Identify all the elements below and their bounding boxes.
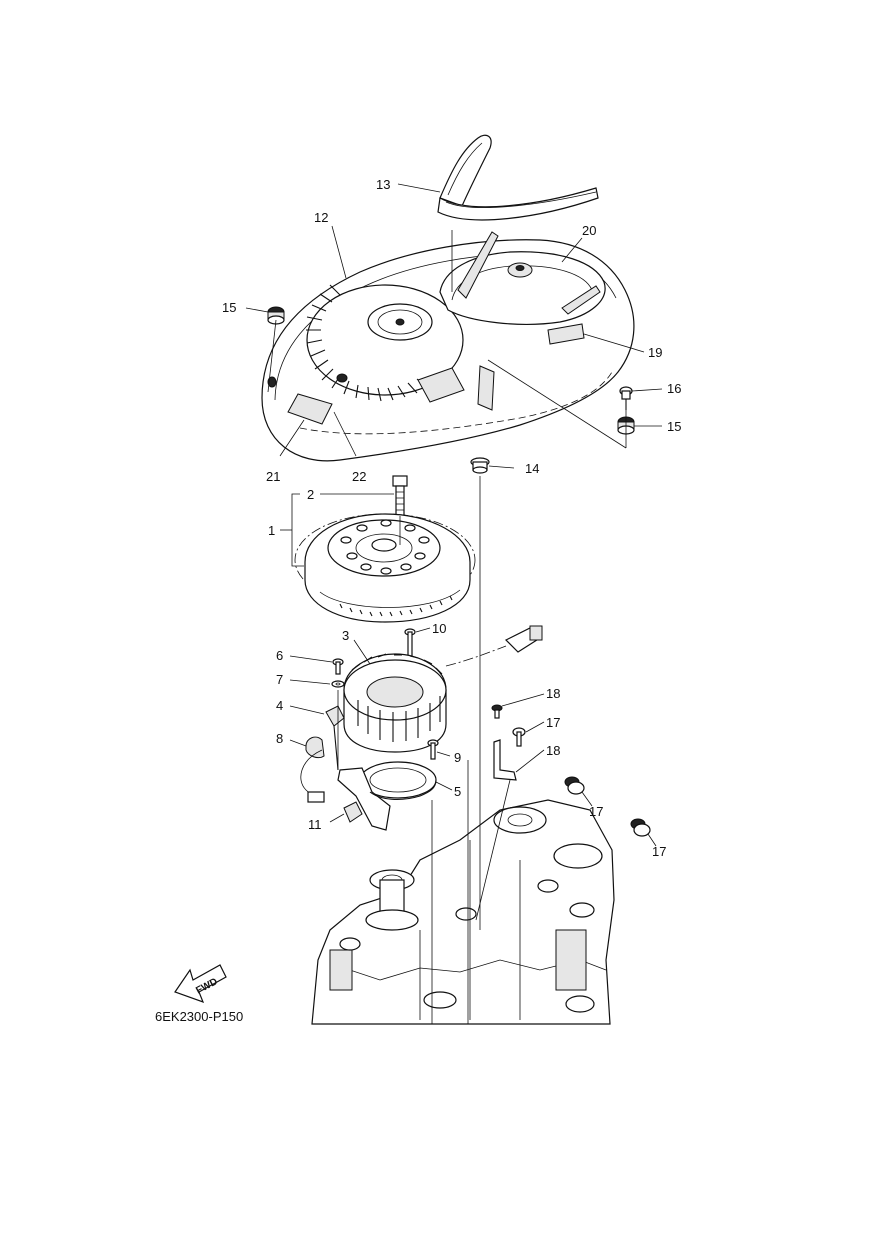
callout-21: 19 <box>648 345 662 360</box>
callout-16: 16 <box>667 381 681 396</box>
grommet-17-a <box>564 776 585 795</box>
bolt-20 <box>491 704 503 719</box>
cover-vent-fins <box>306 284 428 402</box>
callout-18: 18 <box>546 743 560 758</box>
clamp-8 <box>300 736 325 801</box>
fwd-arrow: FWD <box>174 964 227 1004</box>
callout-1: 1 <box>268 523 275 538</box>
washer-7 <box>331 680 345 688</box>
callout-15-right: 15 <box>667 419 681 434</box>
callout-3: 3 <box>342 628 349 643</box>
drive-belt <box>437 134 599 221</box>
callout-17-a: 17 <box>589 804 603 819</box>
stator-coil <box>343 645 507 753</box>
callout-2: 2 <box>307 487 314 502</box>
callout-labels: 13 12 20 15 19 16 15 14 21 22 2 1 3 10 6… <box>222 177 681 859</box>
flywheel-holes <box>340 519 430 575</box>
callout-11: 11 <box>308 817 322 832</box>
callout-14: 14 <box>525 461 539 476</box>
callout-4: 4 <box>276 698 283 713</box>
screw-6 <box>332 658 344 675</box>
leader-lines <box>245 183 663 847</box>
flywheel <box>294 513 476 623</box>
connector-11 <box>307 791 363 823</box>
bracket-18 <box>493 739 517 781</box>
callout-8: 8 <box>276 731 283 746</box>
pulser-coil <box>325 705 345 771</box>
bolt-19 <box>512 727 526 747</box>
assembly-lines <box>267 230 627 1024</box>
stator-base <box>337 761 437 831</box>
callout-5: 5 <box>454 784 461 799</box>
bolt-16 <box>619 386 633 410</box>
callout-20: 18 <box>546 686 560 701</box>
screw-9 <box>427 739 439 760</box>
callout-19: 17 <box>546 715 560 730</box>
coupler <box>504 625 543 653</box>
flywheel-cover <box>261 231 635 462</box>
engine-block <box>311 799 615 1025</box>
callout-24: 22 <box>352 469 366 484</box>
diagram-code: 6EK2300-P150 <box>155 1009 243 1024</box>
callout-17-b: 17 <box>652 844 666 859</box>
callout-9: 9 <box>454 750 461 765</box>
callout-23: 21 <box>266 469 280 484</box>
screw-10 <box>404 628 416 657</box>
callout-13: 13 <box>376 177 390 192</box>
callout-15-left: 15 <box>222 300 236 315</box>
callout-10: 10 <box>432 621 446 636</box>
collar-14 <box>470 457 490 474</box>
grommet-17-b <box>630 818 651 837</box>
flywheel-bolt <box>392 475 408 517</box>
callout-7: 7 <box>276 672 283 687</box>
callout-12: 12 <box>314 210 328 225</box>
callout-6: 6 <box>276 648 283 663</box>
callout-22: 20 <box>582 223 596 238</box>
